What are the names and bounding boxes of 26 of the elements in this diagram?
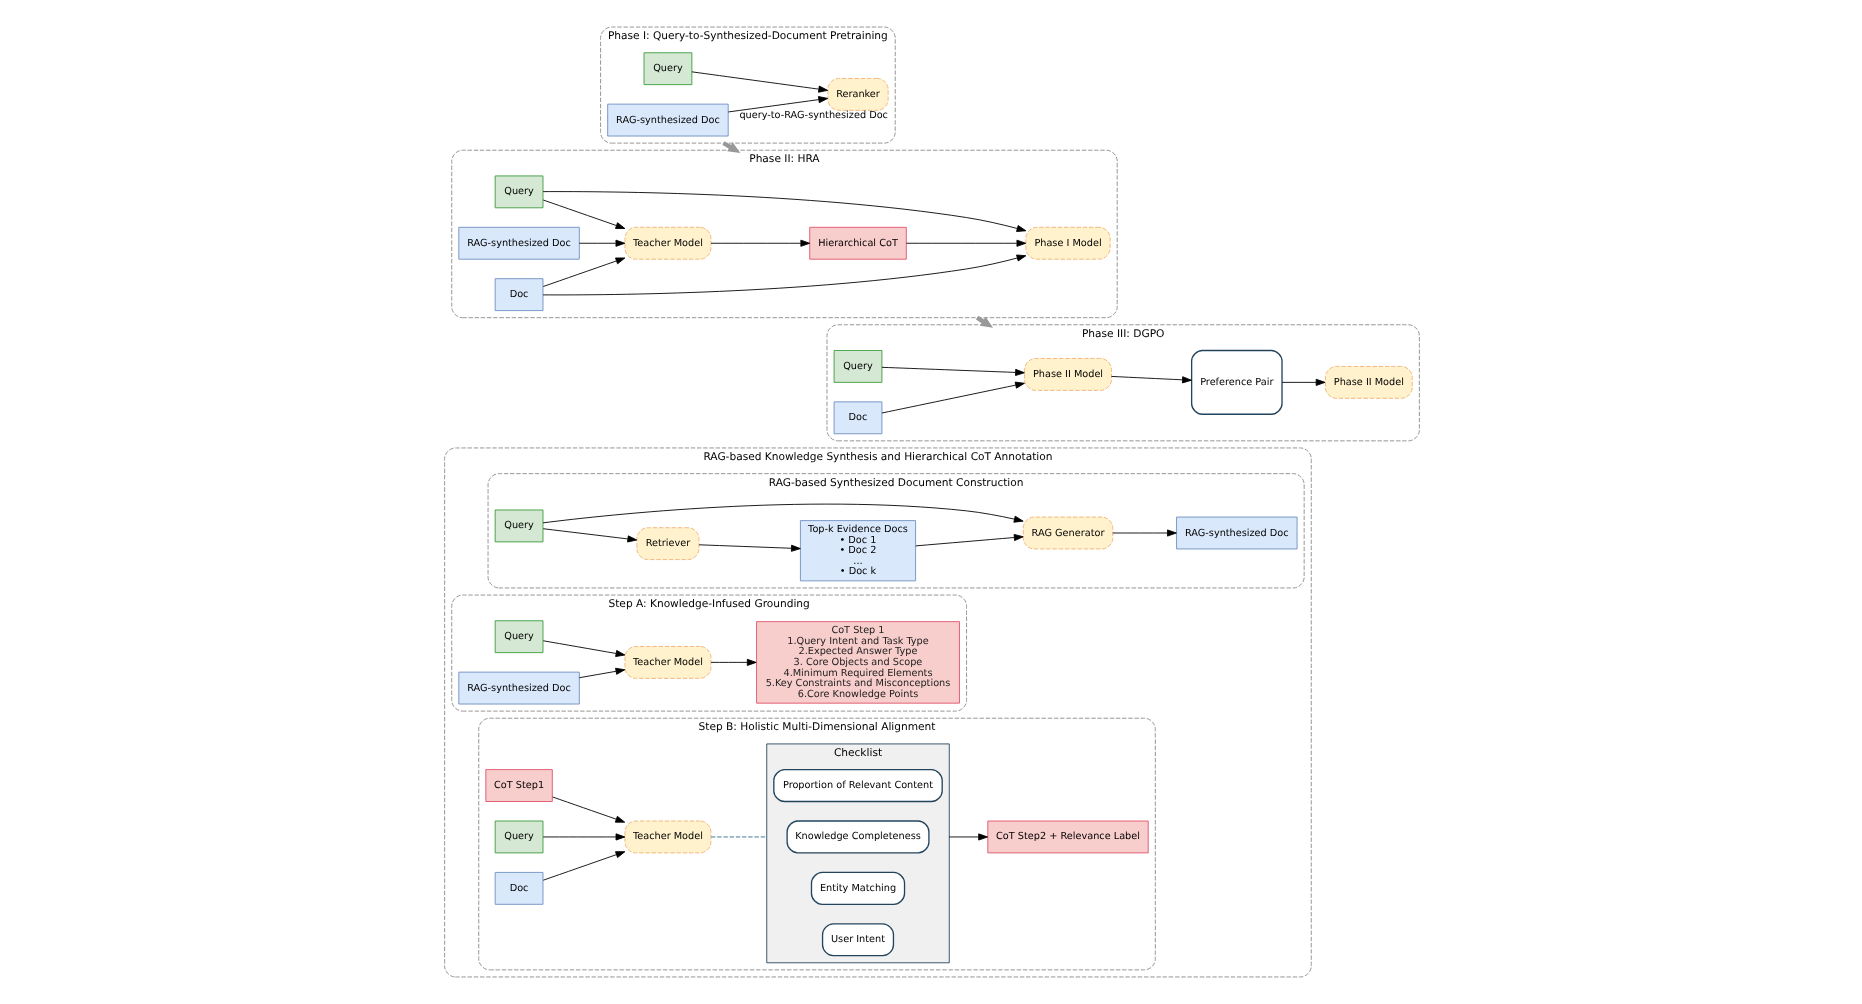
- arrow: [690, 71, 828, 93]
- arrow: [904, 239, 1026, 247]
- arrow: [577, 667, 625, 679]
- arrow: [1280, 378, 1325, 386]
- arrow: [726, 96, 828, 113]
- connector: [709, 836, 767, 838]
- arrow: [709, 239, 810, 247]
- arrow: [551, 796, 625, 823]
- arrow: [914, 533, 1023, 547]
- arrow: [880, 366, 1024, 376]
- arrow: [947, 833, 987, 841]
- arrow: [541, 254, 1026, 296]
- arrow: [541, 528, 637, 543]
- arrow: [697, 544, 800, 552]
- arrow: [880, 381, 1024, 414]
- arrow: [1110, 376, 1191, 384]
- arrow: [541, 191, 1026, 232]
- arrow: [577, 239, 625, 247]
- arrow: [1111, 529, 1176, 537]
- arrow: [541, 851, 625, 881]
- arrow: [541, 640, 625, 657]
- arrow: [541, 833, 625, 841]
- arrow: [541, 199, 625, 229]
- arrow: [541, 257, 625, 287]
- arrow: [541, 503, 1023, 524]
- arrow: [709, 658, 756, 666]
